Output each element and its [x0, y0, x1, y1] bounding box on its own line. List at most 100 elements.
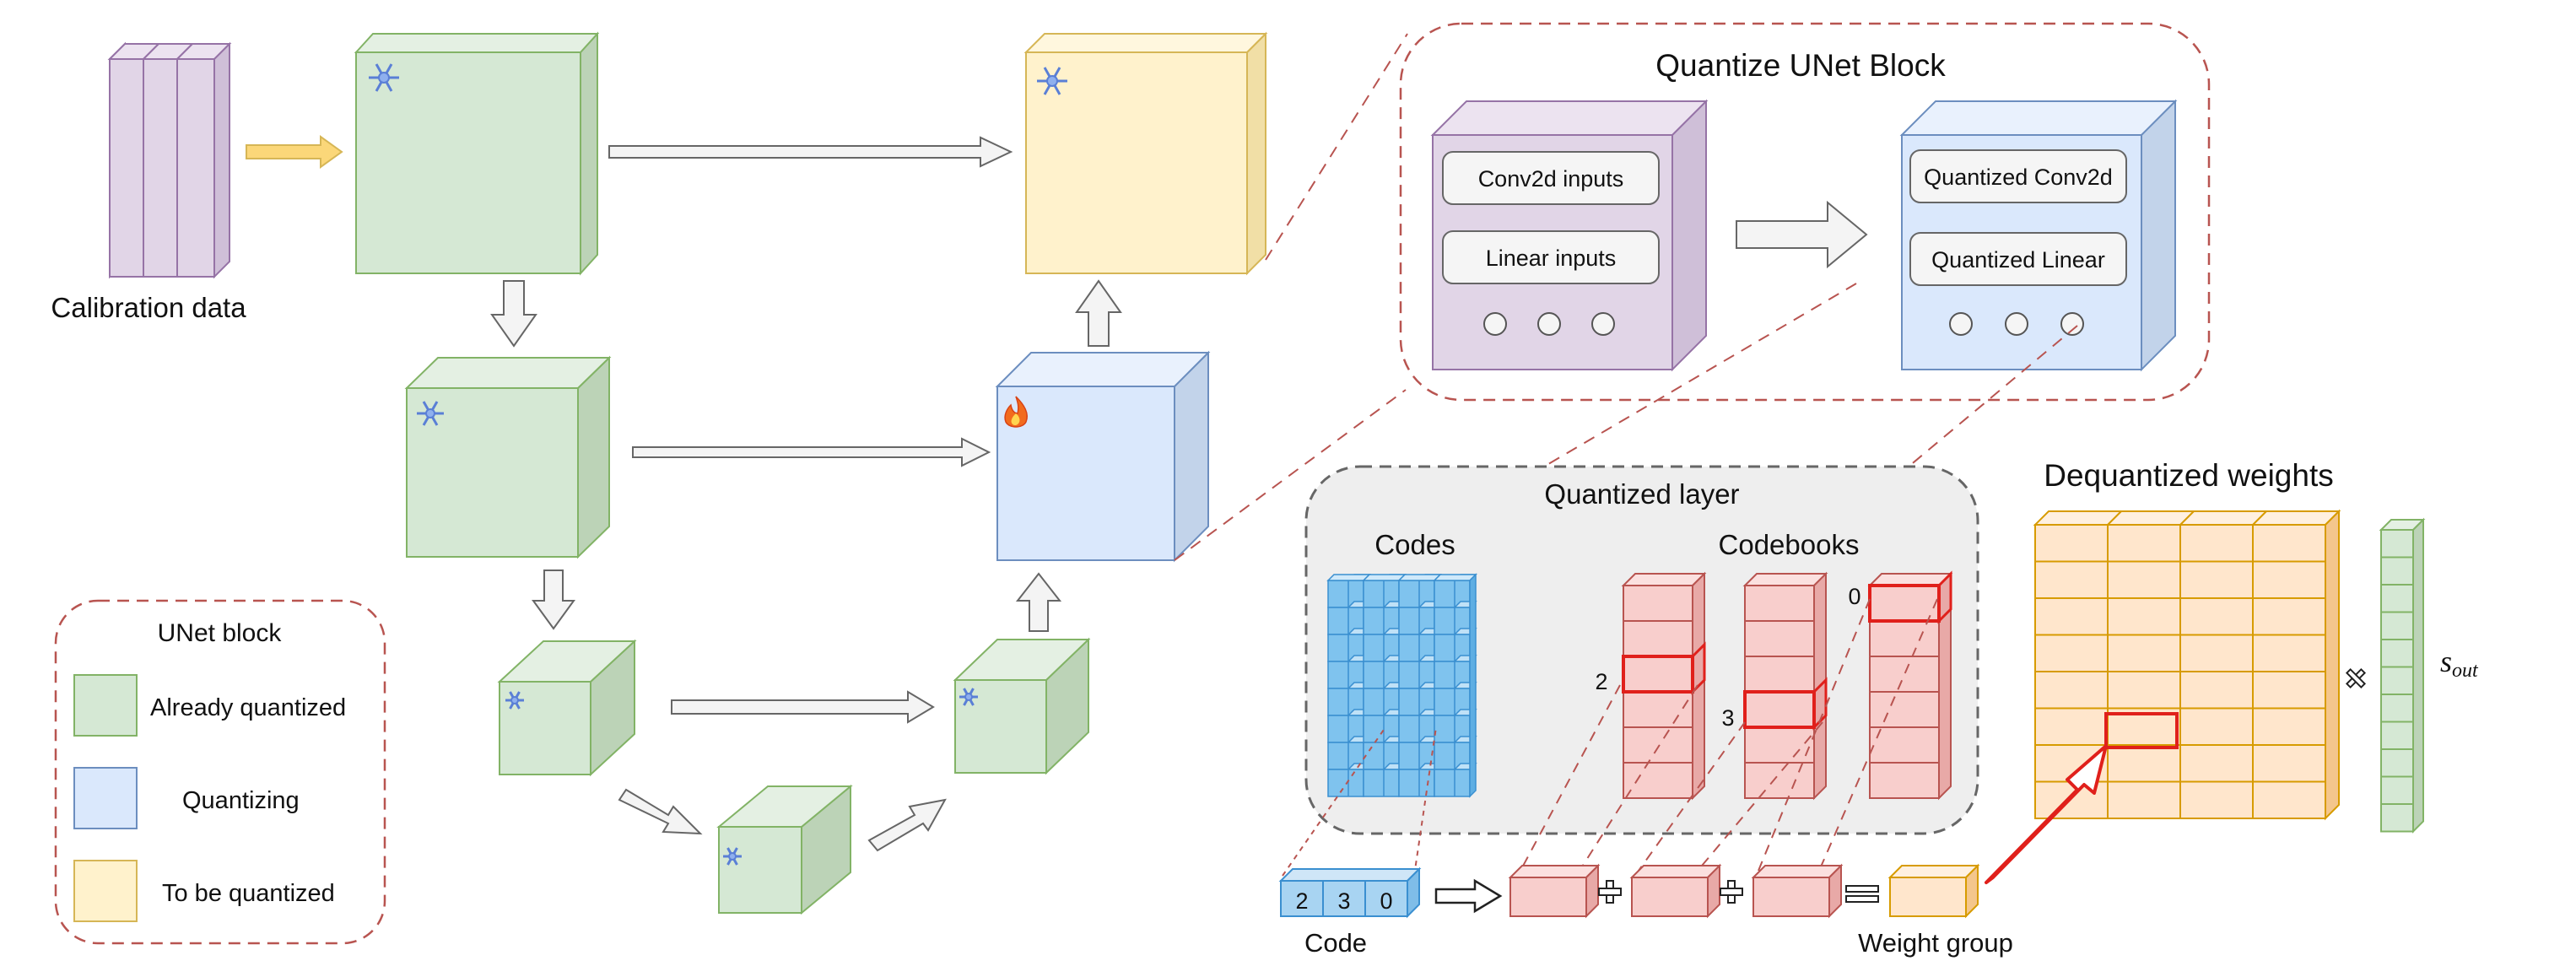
weight-cell [2179, 597, 2254, 636]
codeword-cell [1744, 726, 1815, 764]
encoder-block-3 [497, 639, 637, 777]
code-cell-top [1362, 574, 1407, 581]
code-cell [1364, 880, 1408, 917]
codeword-top [1751, 865, 1844, 878]
weight-cell [2034, 634, 2109, 672]
snowflake-icon [417, 401, 444, 426]
code-cell [1398, 580, 1435, 608]
snowflake-icon [959, 688, 978, 706]
scale-cell [2380, 666, 2414, 695]
linear-inputs-box [1442, 230, 1660, 284]
quantized-linear-box [1909, 232, 2127, 286]
codeword-sum [1508, 863, 1844, 919]
dequantized-weights-title: Dequantized weights [2044, 458, 2334, 493]
quantize-unet-block-panel: Quantize UNet Block Conv2d inputs Linear… [1399, 22, 2211, 402]
codeword-top [1629, 865, 1722, 878]
matrix-side [2325, 509, 2340, 821]
codeword-cell [1623, 726, 1693, 764]
weight-cell [2179, 780, 2254, 819]
weight-cell [2252, 634, 2326, 672]
ellipsis-dot [1483, 312, 1507, 336]
codeword [1631, 877, 1709, 917]
codes-label: Codes [1374, 529, 1455, 560]
encoder-block-2 [404, 355, 612, 559]
codeword [1752, 877, 1830, 917]
legend-item-already-quantized: Already quantized [150, 694, 346, 721]
ellipsis-dot [1591, 312, 1615, 336]
codeword-cell [1744, 762, 1815, 799]
weight-cell [2034, 524, 2109, 563]
weight-cell [2252, 560, 2326, 599]
snowflake-icon [1037, 67, 1067, 95]
code-cell-top [1326, 574, 1371, 581]
zoom-lines [1174, 33, 2078, 561]
scale-cell [2380, 803, 2414, 833]
codeword-cell [1744, 656, 1815, 693]
snowflake-icon [723, 847, 742, 866]
codebook-top [1867, 573, 1953, 586]
code-value-3: 0 [1380, 888, 1392, 914]
quantized-conv2d-box [1909, 149, 2127, 203]
weight-cell [2107, 671, 2181, 710]
legend: UNet block Already quantized Quantizing … [54, 599, 386, 945]
decoder-block-quantizing [995, 350, 1211, 563]
weight-cell [2034, 671, 2109, 710]
ellipsis-dot [2005, 312, 2028, 336]
scale-cell [2380, 639, 2414, 668]
weight-cell [2252, 744, 2326, 783]
codebooks [1621, 570, 1953, 801]
codeword [1509, 877, 1587, 917]
codeword-cell [1623, 691, 1693, 728]
calibration-slab [141, 43, 195, 278]
equals-sign [1845, 885, 1879, 903]
encoder-block-1 [354, 31, 600, 276]
weight-cell [2107, 634, 2181, 672]
code-value-2: 3 [1337, 888, 1350, 914]
weight-cell [2179, 560, 2254, 599]
skip-arrow-middle [632, 437, 991, 467]
calibration-data-stack [107, 41, 232, 279]
conv2d-inputs-label: Conv2d inputs [1478, 166, 1624, 192]
outputs-box: Quantized Conv2d Quantized Linear [1899, 99, 2178, 372]
codeword-cell [1744, 585, 1815, 622]
down-diagonal-arrow [618, 788, 703, 835]
calibration-slab [175, 41, 232, 279]
decoder-block-top [1023, 31, 1268, 276]
codeword-cell [1869, 726, 1940, 764]
decoder-block-bottom [953, 637, 1091, 775]
code-cell-top [1433, 574, 1477, 581]
code-cell [1434, 634, 1471, 662]
codebook-top [1742, 573, 1828, 586]
matrix-top-divider [2179, 510, 2195, 526]
code-cell [1327, 769, 1364, 797]
snowflake-icon [369, 63, 399, 92]
scale-label: sout [2440, 645, 2479, 682]
legend-swatch-blue [73, 767, 138, 829]
weight-cell [2034, 707, 2109, 746]
quantized-layer-title: Quantized layer [1544, 478, 1739, 510]
codeword-cell [1869, 762, 1940, 799]
scale-cell [2380, 775, 2414, 805]
codeword-cell [1869, 656, 1940, 693]
weight-cell [2107, 560, 2181, 599]
inputs-box: Conv2d inputs Linear inputs [1430, 99, 1709, 372]
bottleneck-block [716, 784, 853, 915]
code-cell [1434, 769, 1471, 797]
scale-cell [2380, 721, 2414, 750]
codeword-cell [1623, 585, 1693, 622]
scale-cell [2380, 584, 2414, 613]
ellipsis-dot [1949, 312, 1973, 336]
skip-arrow-top [608, 136, 1013, 168]
codebook-marker-2: 3 [1721, 705, 1734, 731]
weight-cell [2252, 780, 2326, 819]
weight-cell [2179, 707, 2254, 746]
code-cell [1363, 769, 1400, 797]
ellipsis-dot [1537, 312, 1561, 336]
code-cells: 2 3 0 [1278, 866, 1422, 919]
selected-codeword-side [1812, 677, 1828, 731]
weight-group [1887, 863, 1980, 919]
weight-cell [2107, 744, 2181, 783]
weight-group-highlight [2104, 712, 2179, 749]
scale-vector [2379, 517, 2426, 834]
legend-title: UNet block [158, 619, 283, 647]
